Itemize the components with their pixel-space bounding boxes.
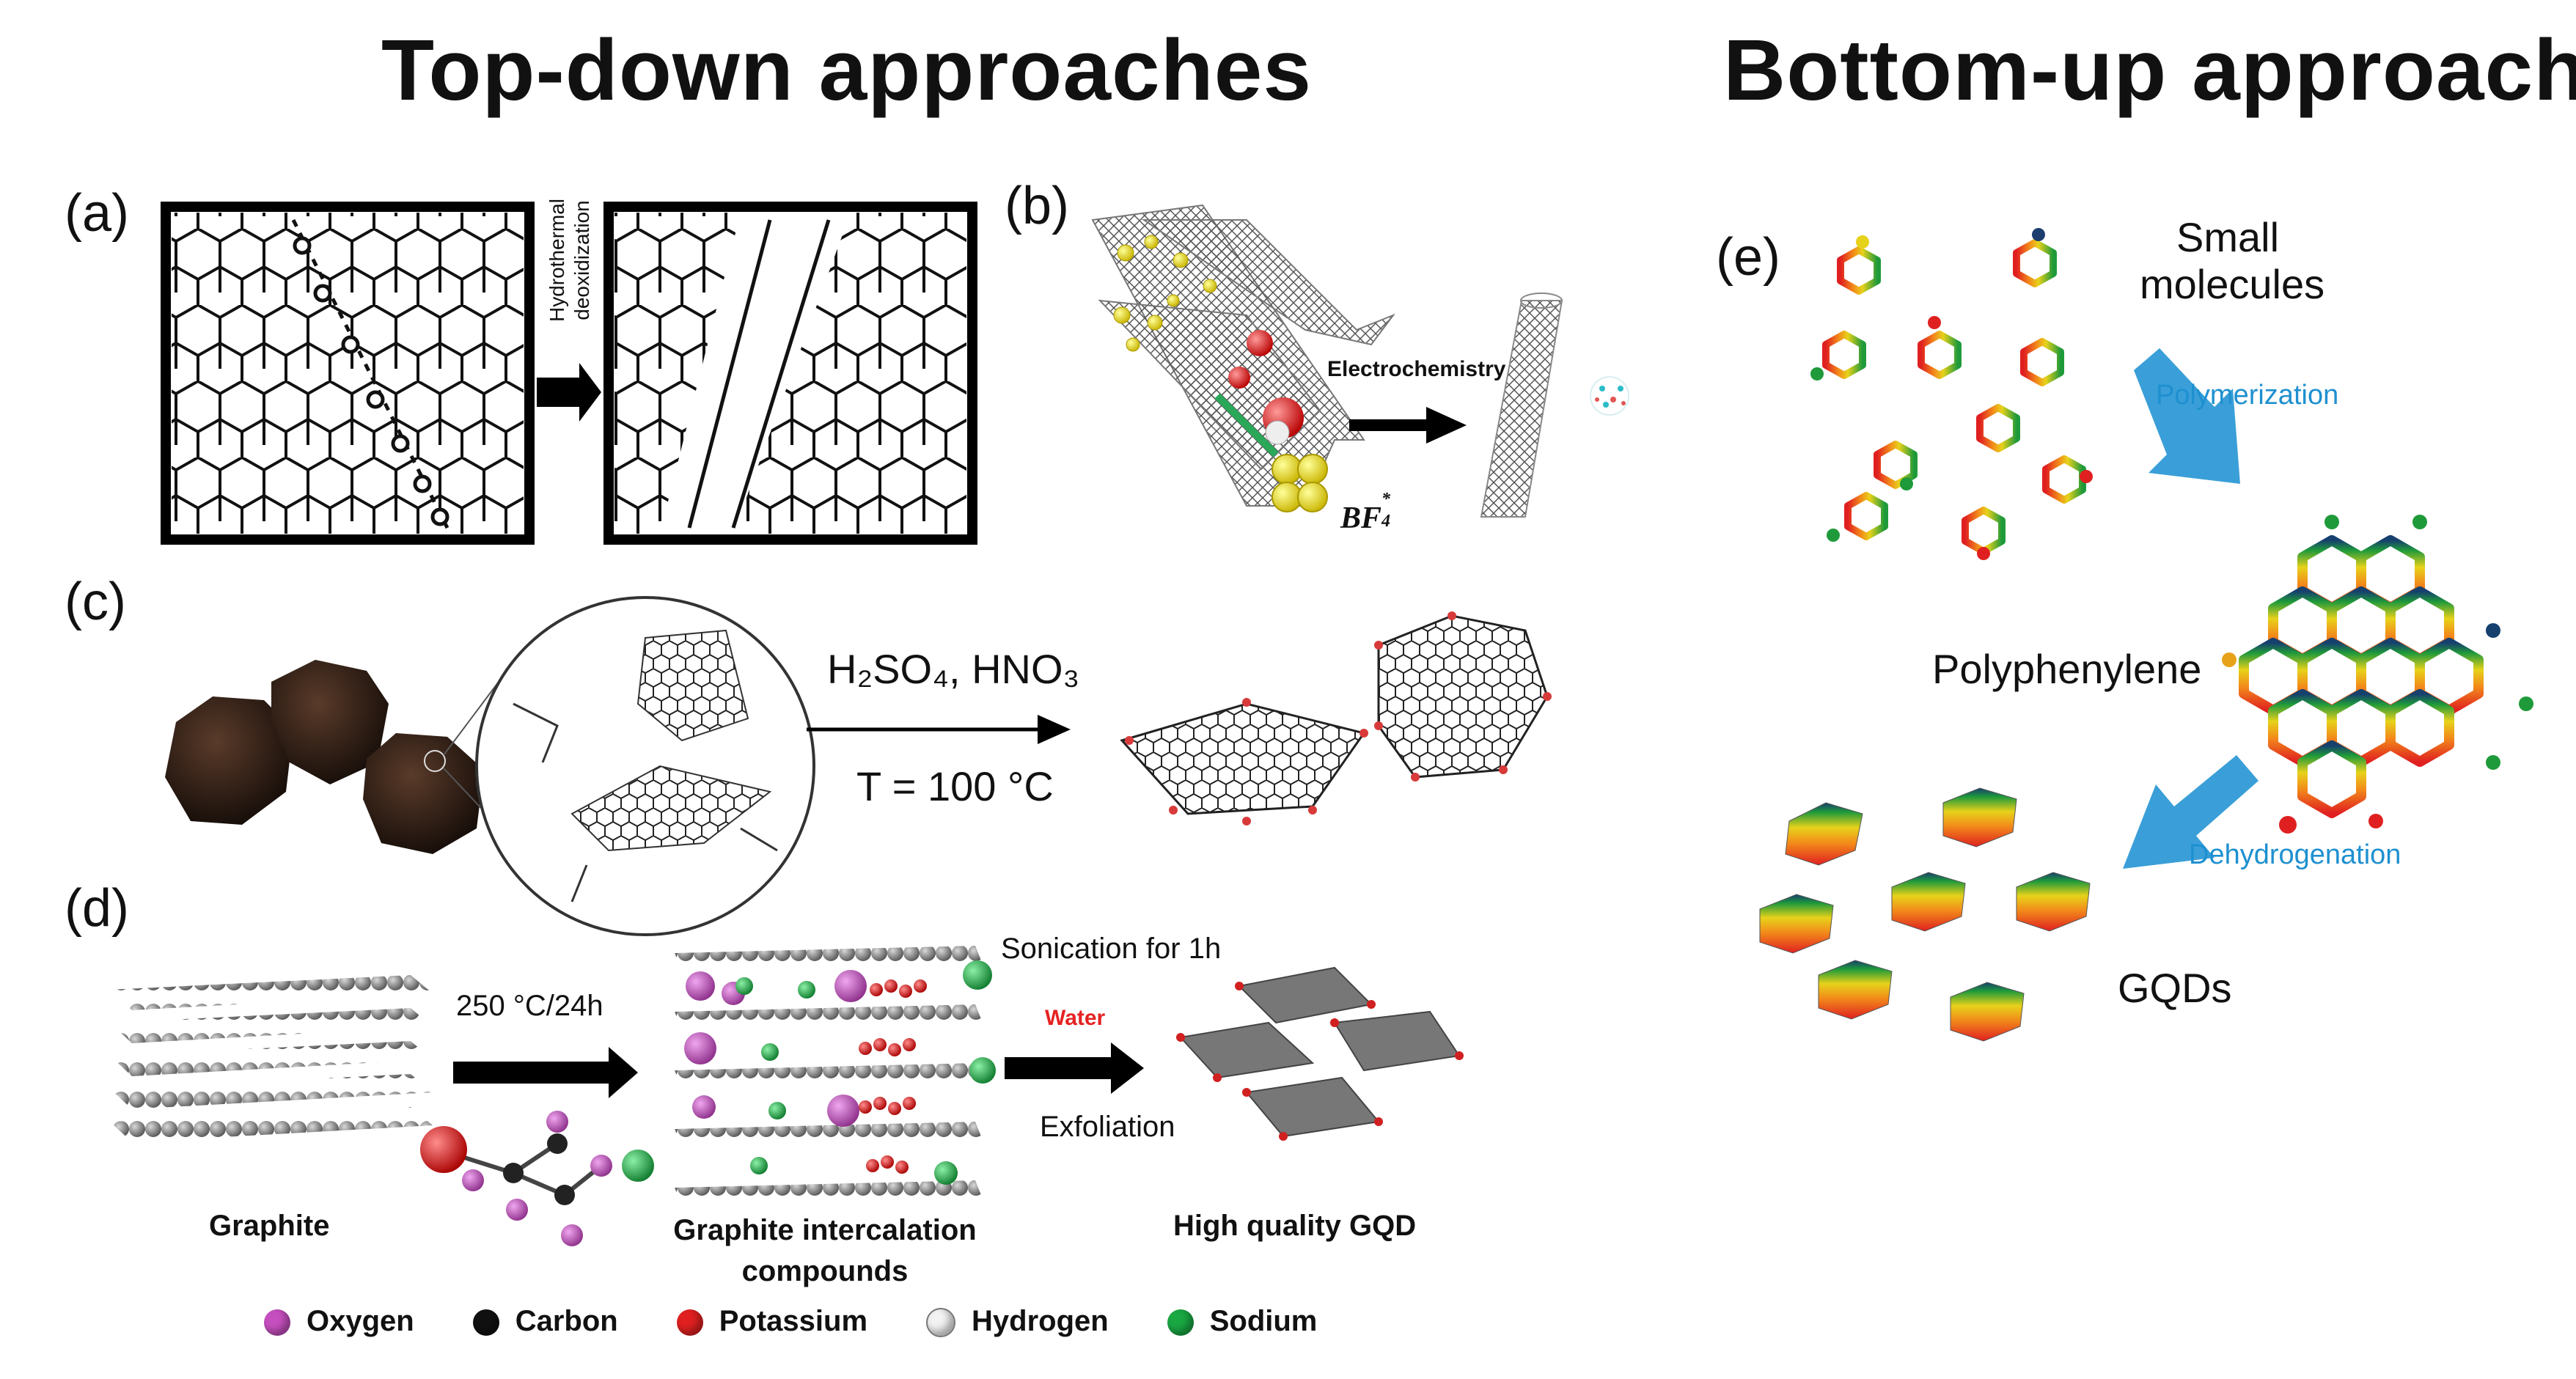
polymerization-text: Polymerization <box>2156 380 2339 411</box>
legend-carbon: Carbon <box>472 1305 618 1338</box>
arrow-polymerization <box>2134 348 2240 484</box>
sonication-text: Sonication for 1h <box>1001 933 1222 965</box>
gqd-label: High quality GQD <box>1173 1210 1417 1242</box>
acid-reagents-text: H₂SO₄, HNO₃ <box>827 646 1080 692</box>
quantum-dot-cluster <box>1590 376 1629 416</box>
intercalant-atoms <box>684 960 996 1185</box>
small-molecule-atoms <box>1810 228 2093 560</box>
legend-hydrogen: Hydrogen <box>926 1305 1109 1338</box>
panel-label-d: (d) <box>65 879 129 938</box>
potassium-swatch <box>676 1309 703 1336</box>
temperature-text: T = 100 °C <box>856 763 1054 809</box>
bf4-cluster <box>1272 454 1328 512</box>
gic-label: Graphite intercalation compounds <box>664 1210 986 1292</box>
atom-legend: Oxygen Carbon Potassium Hydrogen Sodium <box>264 1305 1317 1338</box>
graphene-layer <box>1141 219 1395 346</box>
carbon-swatch <box>472 1309 499 1336</box>
arrow-dehydrogenation <box>2123 755 2258 869</box>
graphite-layers <box>110 975 433 1142</box>
panel-label-b: (b) <box>1005 177 1069 235</box>
polyphenylene-text: Polyphenylene <box>1932 646 2202 692</box>
gqd-products <box>1759 787 2091 1042</box>
legend-potassium: Potassium <box>676 1305 867 1338</box>
gqd-sheet <box>1120 698 1368 825</box>
arrow-electrochemistry <box>1426 407 1467 444</box>
small-molecules-line2: molecules <box>2140 261 2325 307</box>
coal-lump <box>165 696 293 825</box>
sodium-swatch <box>1167 1309 1194 1336</box>
heading-bottom-up: Bottom-up approach <box>1723 22 2576 119</box>
polyphenylene-structure <box>2222 515 2533 834</box>
gqds-text: GQDs <box>2118 965 2232 1011</box>
small-molecules <box>1822 239 2086 555</box>
water-text: Water <box>1045 1006 1106 1030</box>
gic-label-line2: compounds <box>741 1255 909 1287</box>
bf4-label: BF* 4 <box>1340 490 1398 536</box>
panel-label-c: (c) <box>65 573 126 631</box>
heating-condition-text: 250 °C/24h <box>456 990 603 1022</box>
arrow-hydrothermal <box>537 363 601 422</box>
arrow-heating <box>609 1047 638 1098</box>
gic-label-line1: Graphite intercalation <box>673 1214 977 1246</box>
bf4-superscript: * <box>1381 490 1391 509</box>
bf4-subscript: 4 <box>1381 512 1391 531</box>
reagent-molecule <box>420 1111 654 1246</box>
small-molecules-line1: Small <box>2176 214 2280 260</box>
bf4-main: BF <box>1340 501 1382 535</box>
graphite-label: Graphite <box>209 1210 330 1242</box>
panel-label-a: (a) <box>65 184 129 243</box>
coal-lump <box>271 660 389 784</box>
electrochemistry-text: Electrochemistry <box>1327 357 1506 381</box>
dehydrogenation-text: Dehydrogenation <box>2189 839 2401 870</box>
gqd-sheet <box>1374 611 1552 782</box>
legend-sodium: Sodium <box>1167 1305 1317 1338</box>
arrow-exfoliation <box>1111 1042 1144 1094</box>
legend-oxygen: Oxygen <box>264 1305 414 1338</box>
exfoliation-text: Exfoliation <box>1040 1111 1175 1143</box>
coal-lump <box>363 733 484 854</box>
gqd-flakes <box>1179 966 1461 1138</box>
arrow-acid-oxidation <box>1038 715 1071 744</box>
heading-top-down: Top-down approaches <box>381 22 1312 119</box>
hydrogen-swatch <box>926 1308 956 1338</box>
nanotube <box>1480 293 1563 518</box>
oxygen-swatch <box>264 1309 290 1336</box>
intercalated-layers <box>675 946 983 1206</box>
panel-label-e: (e) <box>1716 228 1780 287</box>
small-molecules-label: Small molecules <box>2140 214 2325 308</box>
